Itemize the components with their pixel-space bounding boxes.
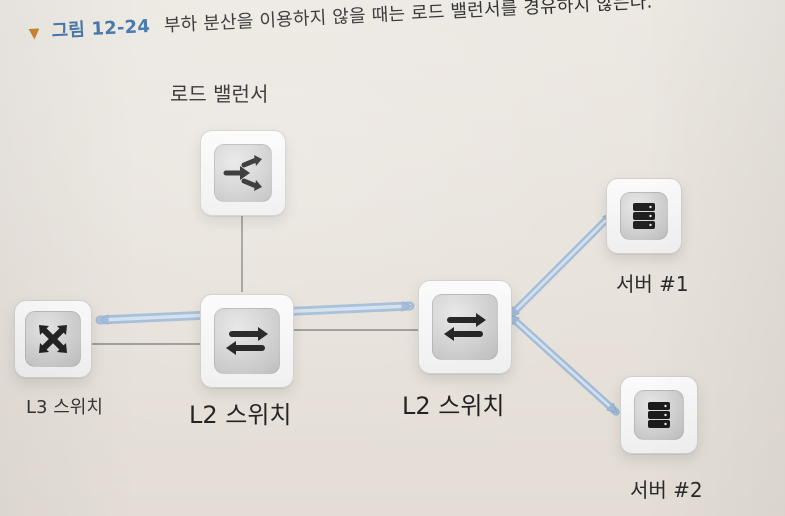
server-2-node — [620, 376, 698, 454]
l3-switch-icon — [25, 311, 81, 367]
flow-arrow-l2-server1 — [506, 210, 616, 320]
server-2-glyph — [647, 401, 670, 428]
l3-switch-node — [14, 300, 92, 378]
server-1-glyph — [633, 203, 655, 229]
server-2-label: 서버 #2 — [630, 478, 703, 502]
server-1-icon — [620, 192, 668, 240]
load-balancer-label: 로드 밸런서 — [170, 82, 269, 106]
load-balancer-icon — [214, 144, 272, 202]
server-2-icon — [634, 390, 684, 440]
l2-switch-left-label: L2 스위치 — [189, 401, 292, 429]
flow-arrow-l2-server2 — [506, 312, 620, 416]
l2-switch-right-glyph — [443, 312, 486, 341]
l2-switch-left-glyph — [225, 326, 268, 355]
server-1-label: 서버 #1 — [616, 272, 689, 296]
l3-switch-label: L3 스위치 — [26, 397, 103, 418]
l2-switch-right-icon — [431, 293, 499, 361]
l2-switch-right-node — [418, 280, 512, 374]
server-1-node — [606, 178, 682, 254]
l3-switch-glyph — [39, 325, 67, 353]
load-balancer-glyph — [223, 155, 262, 191]
l2-switch-left-node — [200, 294, 294, 388]
l2-switch-left-icon — [213, 307, 281, 375]
l2-switch-right-label: L2 스위치 — [402, 392, 505, 420]
load-balancer-node — [200, 130, 286, 216]
